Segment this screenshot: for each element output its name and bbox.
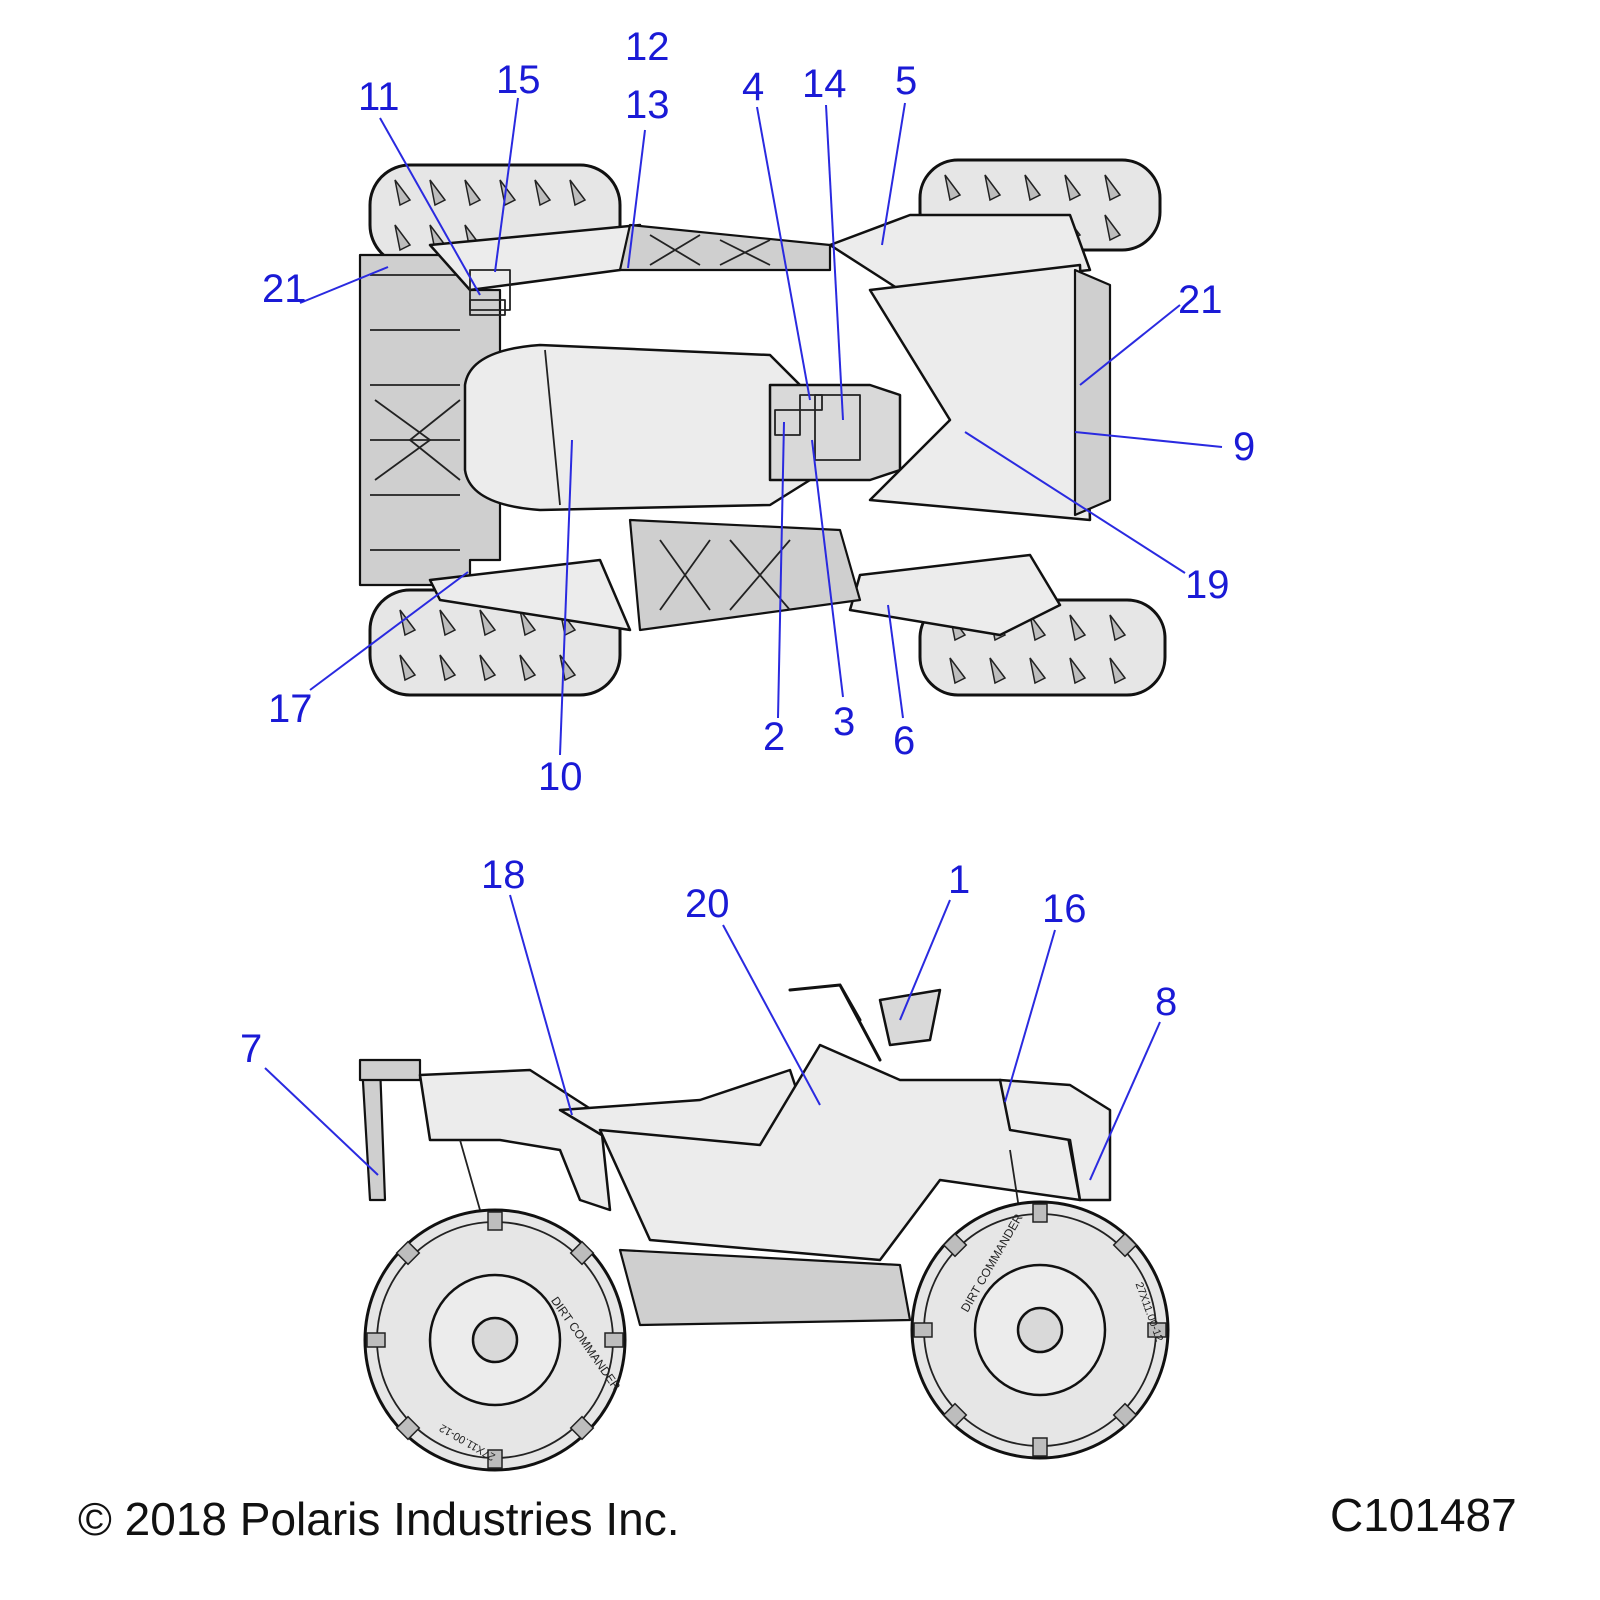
front-right-fender-top: [848, 553, 1062, 637]
decal-14-top: [814, 394, 861, 461]
callout-10: 10: [538, 755, 583, 799]
figure-id-text: C101487: [1330, 1489, 1517, 1541]
seat-top: [463, 343, 812, 512]
callout-5: 5: [895, 59, 917, 103]
callout-7: 7: [240, 1027, 262, 1071]
right-footwell-frame: [628, 518, 862, 632]
handlebar-side: [788, 983, 882, 1062]
callout-2: 2: [763, 715, 785, 759]
front-hood-top: [868, 263, 1092, 522]
atv-side-view: DIRT COMMANDER 27X11.00-12 DIRT COMMANDE…: [358, 983, 1170, 1472]
front-wheel-side: DIRT COMMANDER 27X11.00-12: [910, 1200, 1170, 1460]
callout-21-front: 21: [1178, 278, 1223, 322]
callout-21-rear: 21: [262, 267, 307, 311]
callout-8: 8: [1155, 980, 1177, 1024]
front-fender-side: [998, 1078, 1112, 1202]
footrest-frame-side: [618, 1248, 912, 1327]
center-console-top: [768, 383, 902, 482]
left-footwell-frame: [618, 223, 832, 272]
decal-15-top: [469, 269, 511, 311]
callout-14: 14: [802, 62, 847, 106]
callout-4: 4: [742, 65, 764, 109]
rear-wheel-side: DIRT COMMANDER 27X11.00-12: [363, 1208, 627, 1472]
callout-labels: 11 15 12 13 4 14 5 21 21 9 19 17 10 2 3 …: [240, 25, 1255, 1071]
callout-13: 13: [625, 83, 670, 127]
callout-17: 17: [268, 687, 313, 731]
decal-2-top: [774, 409, 801, 436]
rear-rack-side: [360, 1063, 387, 1202]
front-rack-top: [1073, 268, 1112, 517]
decal-4-top: [799, 394, 823, 411]
rear-right-fender-top: [428, 558, 632, 632]
atv-top-view: [358, 158, 1167, 697]
copyright-text: © 2018 Polaris Industries Inc.: [78, 1493, 680, 1545]
callout-3: 3: [833, 700, 855, 744]
top-view-leaders: [299, 97, 1223, 756]
callout-19: 19: [1185, 563, 1230, 607]
handguard-side: [878, 988, 942, 1047]
callout-12: 12: [625, 25, 670, 69]
callout-9: 9: [1233, 425, 1255, 469]
callout-18: 18: [481, 853, 526, 897]
rear-fender-side: [418, 1068, 612, 1212]
callout-20: 20: [685, 882, 730, 926]
callout-11: 11: [358, 75, 400, 119]
side-view-leaders: [264, 894, 1161, 1181]
callout-1: 1: [948, 858, 970, 902]
callout-16: 16: [1042, 887, 1087, 931]
callout-15: 15: [496, 58, 541, 102]
callout-6: 6: [893, 719, 915, 763]
decal-11-top: [469, 299, 506, 316]
